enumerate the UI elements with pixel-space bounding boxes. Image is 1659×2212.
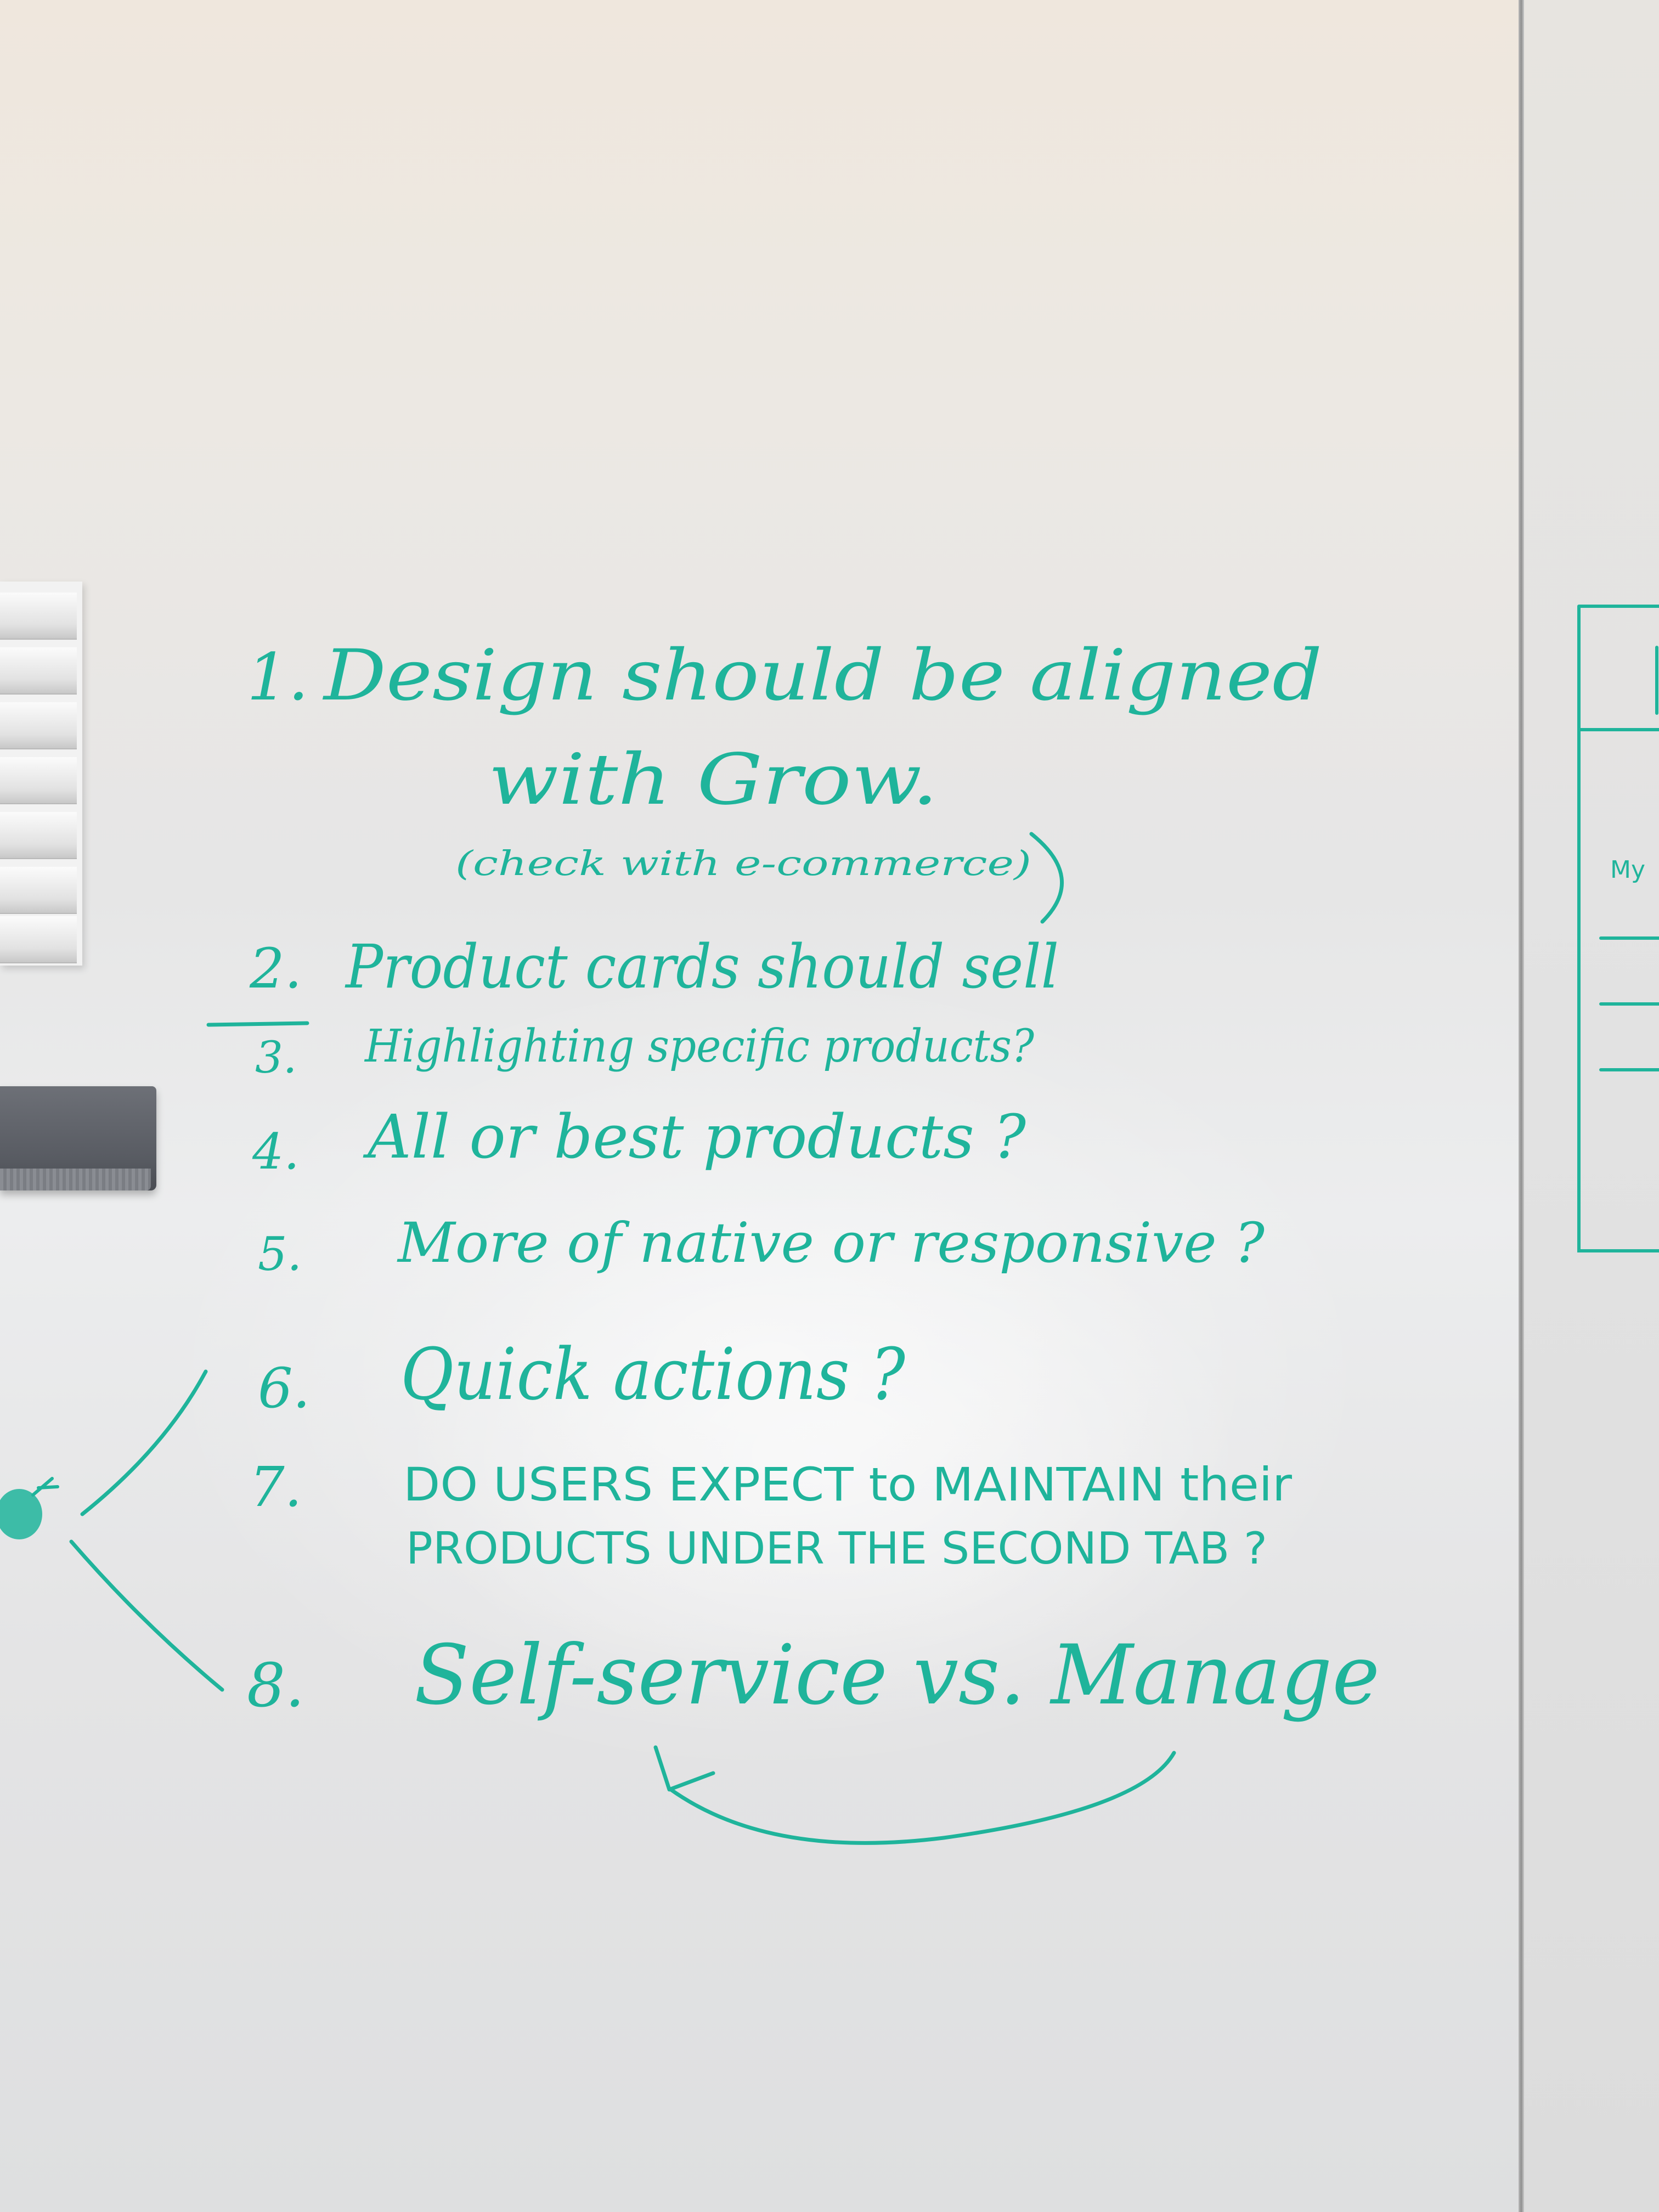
branch-line-upper	[80, 1369, 208, 1516]
curved-arrow-icon	[667, 1751, 1176, 1845]
item-1-number: 1.	[247, 639, 309, 715]
arrow-head-icon	[653, 1745, 715, 1792]
vent-slat	[0, 757, 77, 804]
eraser-felt	[0, 1169, 151, 1190]
item-6-text: Quick actions ?	[400, 1333, 906, 1416]
vent-slat	[0, 647, 77, 695]
item-2-text: Product cards should sell	[345, 932, 1059, 1002]
vent-slat	[0, 592, 77, 640]
item-2-number: 2.	[249, 936, 302, 1001]
item-1-line-1: Design should be aligned	[323, 635, 1322, 716]
parenthesis-stroke	[1029, 832, 1064, 924]
item-1-note: (check with e-commerce)	[455, 843, 1031, 883]
side-table-label: My	[1610, 856, 1645, 884]
item-3-number: 3.	[255, 1032, 297, 1083]
wall-vent	[0, 582, 82, 966]
item-1-line-2: with Grow.	[488, 739, 938, 821]
vent-slat	[0, 916, 77, 963]
item-8-number: 8.	[247, 1650, 304, 1720]
item-6-number: 6.	[258, 1356, 310, 1420]
vent-slat	[0, 702, 77, 749]
item-7-line-2: PRODUCTS UNDER THE SECOND TAB ?	[406, 1523, 1267, 1574]
doodle-blob-icon	[0, 1489, 42, 1539]
branch-line-lower	[69, 1539, 224, 1692]
item-3-text: Highlighting specific products?	[364, 1020, 1035, 1073]
item-5-number: 5.	[258, 1227, 302, 1281]
item-4-number: 4.	[252, 1123, 300, 1181]
item-7-number: 7.	[250, 1455, 302, 1519]
divider-stroke	[206, 1021, 309, 1027]
whiteboard-frame-edge	[1519, 0, 1524, 2212]
vent-slat	[0, 812, 77, 859]
side-table-lines	[1577, 605, 1659, 1252]
vent-slat	[0, 867, 77, 914]
adjacent-whiteboard	[1524, 0, 1659, 2212]
item-4-text: All or best products ?	[363, 1102, 1026, 1172]
item-8-text: Self-service vs. Manage	[414, 1628, 1380, 1723]
item-7-line-1: DO USERS EXPECT to MAINTAIN their	[403, 1458, 1292, 1511]
doodle-sprout-icon	[31, 1477, 59, 1497]
item-5-text: More of native or responsive ?	[397, 1211, 1265, 1275]
